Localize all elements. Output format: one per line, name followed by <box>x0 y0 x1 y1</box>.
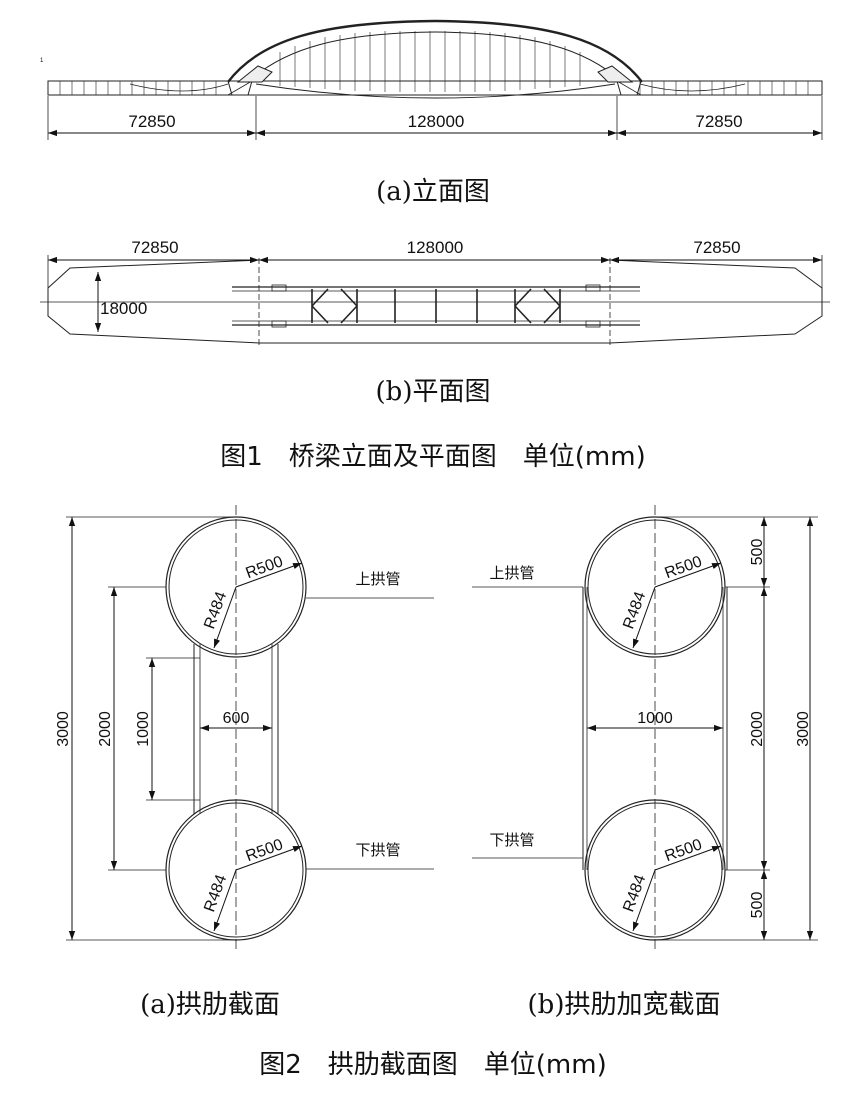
section-b-drawing <box>472 505 818 950</box>
elevation-span-mid: 128000 <box>408 112 465 131</box>
elevation-drawing <box>47 19 823 140</box>
section-a-r-inner-top: R484 <box>201 589 230 631</box>
section-b-r-inner-bottom: R484 <box>620 872 649 914</box>
elevation-span-left: 72850 <box>128 112 175 131</box>
section-a-width: 600 <box>223 710 250 727</box>
section-b-dimension-lines <box>587 517 814 940</box>
section-a-r-outer-top: R500 <box>244 553 286 582</box>
section-a-r-inner-bottom: R484 <box>201 872 230 914</box>
section-b-height-centers: 2000 <box>749 711 766 747</box>
plan-width: 18000 <box>100 299 147 318</box>
plan-span-left: 72850 <box>131 238 178 257</box>
section-b-caption: (b)拱肋加宽截面 <box>528 990 721 1020</box>
section-a-height-inner: 1000 <box>135 711 152 747</box>
section-a-caption: (a)拱肋截面 <box>140 990 280 1020</box>
section-a-dimension-lines <box>68 517 303 940</box>
svg-text:1: 1 <box>40 58 44 64</box>
section-b-label-top: 上拱管 <box>489 565 534 582</box>
section-b-offset-top: 500 <box>749 539 766 566</box>
section-a-r-outer-bottom: R500 <box>244 836 286 865</box>
section-b-offset-bottom: 500 <box>749 892 766 919</box>
elevation-caption: (a)立面图 <box>376 177 490 207</box>
section-b-width: 1000 <box>637 710 673 727</box>
section-a-height-total: 3000 <box>55 711 72 747</box>
section-b-r-outer-top: R500 <box>663 553 705 582</box>
section-b-r-inner-top: R484 <box>620 589 649 631</box>
elevation-span-right: 72850 <box>695 112 742 131</box>
plan-span-right: 72850 <box>693 238 740 257</box>
figure-2-title: 图2 拱肋截面图 单位(mm) <box>259 1050 606 1080</box>
plan-drawing <box>40 255 830 346</box>
section-a-label-top: 上拱管 <box>355 571 400 588</box>
section-b-height-total: 3000 <box>795 711 812 747</box>
section-a-drawing <box>66 505 434 950</box>
plan-dimension-lines <box>48 256 822 332</box>
figure-1-title: 图1 桥梁立面及平面图 单位(mm) <box>220 442 645 472</box>
section-a-label-bottom: 下拱管 <box>355 842 400 859</box>
section-b-label-bottom: 下拱管 <box>489 832 534 849</box>
plan-caption: (b)平面图 <box>376 377 491 407</box>
plan-span-mid: 128000 <box>407 238 464 257</box>
section-a-height-centers: 2000 <box>97 711 114 747</box>
section-b-r-outer-bottom: R500 <box>663 836 705 865</box>
